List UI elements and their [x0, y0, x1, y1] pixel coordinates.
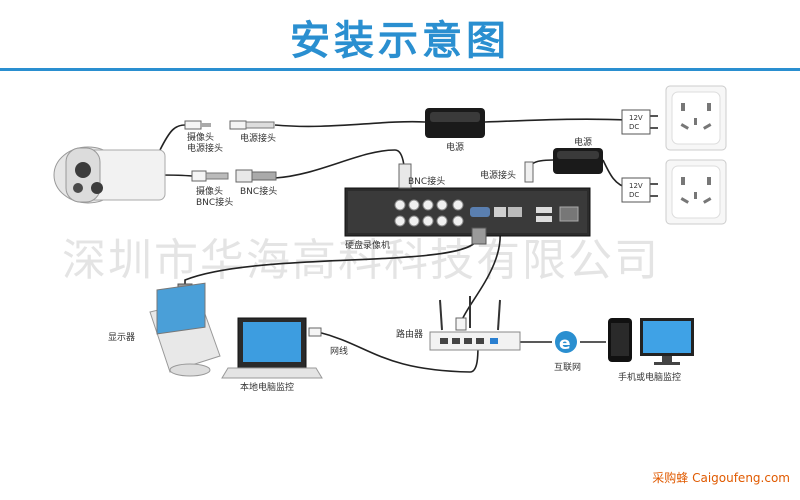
adapter-spec-1-line1: 12V — [629, 114, 643, 122]
rj45-plug — [309, 328, 321, 336]
dvr-power-switch — [560, 207, 578, 221]
power-cable-1 — [275, 122, 425, 127]
dvr-usb-port-3 — [536, 216, 552, 222]
camera-power-label: 摄像头电源接头 — [187, 131, 223, 154]
dvr-usb-port-2 — [536, 207, 552, 213]
power-connector-2-plug — [525, 162, 533, 182]
camera-bnc-line2: BNC接头 — [196, 196, 233, 208]
dvr-vga-port — [470, 207, 490, 217]
dvr-unit — [345, 188, 590, 236]
power-connector-1 — [230, 121, 274, 129]
adapter-spec-2-line1: 12V — [629, 182, 643, 190]
rj45-plug-router — [456, 318, 466, 330]
vga-plug — [472, 228, 486, 244]
router — [430, 296, 520, 350]
adapter-spec-1-line2: DC — [629, 123, 639, 131]
network-cable-label: 网线 — [330, 345, 348, 357]
laptop — [222, 318, 322, 378]
adapter-spec-2-line2: DC — [629, 191, 639, 199]
svg-text:e: e — [559, 334, 571, 354]
camera-power-plug — [185, 121, 211, 129]
monitor-label: 显示器 — [108, 332, 135, 343]
adapter1-outlet-cable — [485, 119, 628, 122]
power-connector-2-label: 电源接头 — [480, 169, 516, 181]
camera-bnc-line1: 摄像头 — [196, 185, 223, 197]
wall-outlet-1 — [666, 86, 726, 150]
crt-monitor — [150, 283, 220, 376]
footer-source: 采购蜂 Caigoufeng.com — [652, 469, 790, 486]
power-1-label: 电源 — [446, 141, 464, 153]
power-2-label: 电源 — [574, 136, 592, 148]
bullet-camera — [54, 147, 165, 203]
camera-power-line2: 电源接头 — [187, 142, 223, 154]
power-adapter-1 — [425, 108, 485, 138]
router-label: 路由器 — [396, 328, 423, 340]
laptop-label: 本地电脑监控 — [240, 381, 294, 393]
dvr-usb-port — [508, 207, 522, 217]
camera-bnc-plug — [192, 171, 228, 181]
dvr-label: 硬盘录像机 — [345, 239, 390, 251]
bnc-connector-2-label: BNC接头 — [408, 175, 445, 187]
camera-power-cable — [160, 125, 185, 150]
dvr-lan-port — [494, 207, 506, 217]
bnc-dvr-cable — [275, 150, 405, 188]
bnc-connector-1 — [236, 170, 276, 182]
desktop-monitor-icon — [640, 318, 694, 365]
power-connector-1-label: 电源接头 — [240, 132, 276, 144]
internet-label: 互联网 — [554, 362, 581, 373]
mobile-phone-icon — [608, 318, 632, 362]
mobile-label: 手机或电脑监控 — [618, 371, 681, 383]
bnc-connector-1-label: BNC接头 — [240, 185, 277, 197]
internet-icon: e — [555, 331, 577, 354]
wall-outlet-2 — [666, 160, 726, 224]
power-adapter-2 — [553, 148, 603, 174]
camera-power-line1: 摄像头 — [187, 131, 214, 143]
